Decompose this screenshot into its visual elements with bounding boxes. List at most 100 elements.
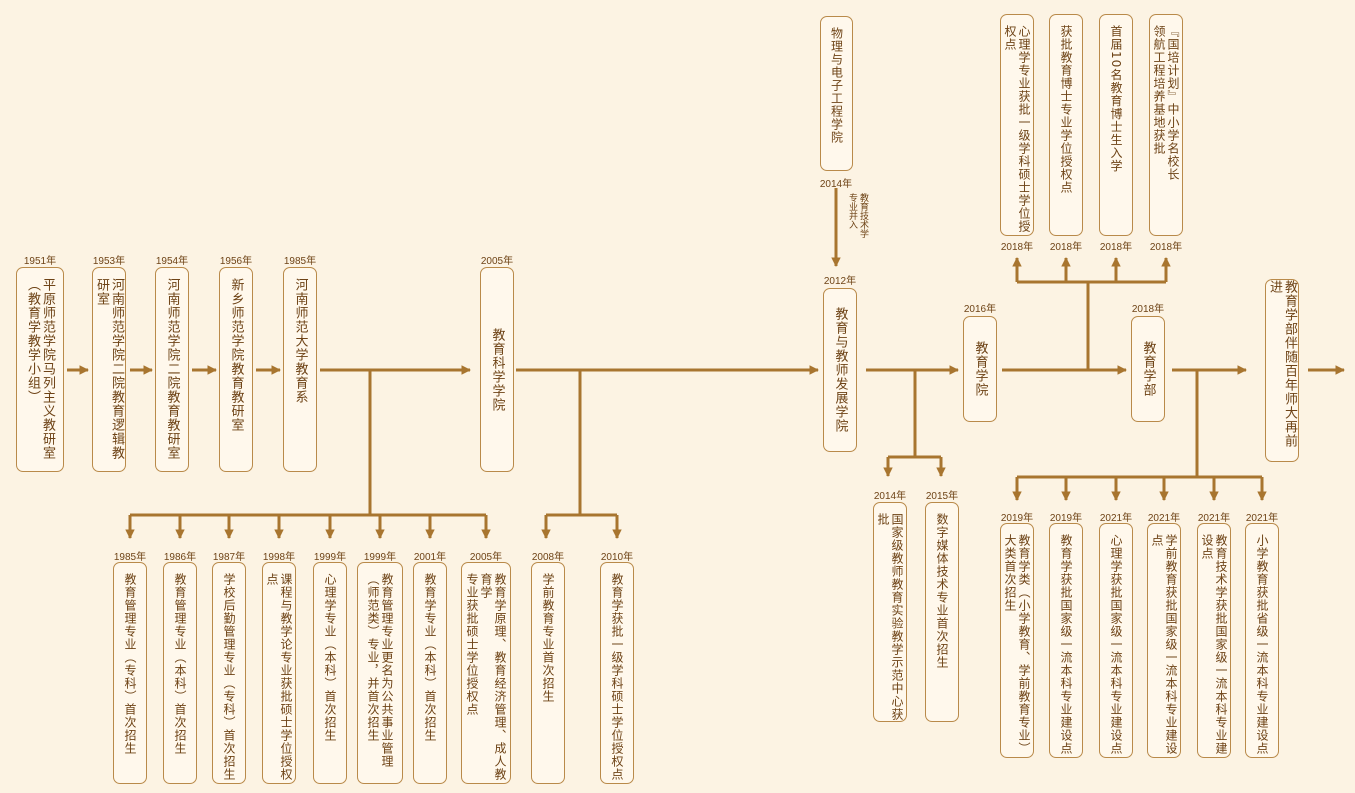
main-node-label: 新乡师范学院教育教研室 — [228, 278, 244, 432]
main-year-8: 2016年 — [963, 304, 997, 315]
event-label: 学校后勤管理专业（专科）首次招生 — [222, 573, 236, 781]
main-node-9: 教育学部 — [1131, 316, 1165, 422]
main-node-label: 教育学院 — [972, 341, 988, 397]
bottom-event-3-year: 1987年 — [212, 552, 246, 563]
main-node-label: 河南师范学院二院教育教研室 — [164, 278, 180, 460]
bottom-event-15-year: 2021年 — [1099, 513, 1133, 524]
bottom-event-4: 课程与教学论专业获批硕士学位授权点 — [262, 562, 296, 784]
bottom-event-9-year: 2008年 — [531, 552, 565, 563]
main-node-1: 平原师范学院马列主义教研室 （教育学教学小组） — [16, 267, 64, 472]
bottom-event-4-year: 1998年 — [262, 552, 296, 563]
event-label: 学前教育专业首次招生 — [541, 573, 555, 703]
bottom-event-8: 教育学原理、教育经济管理、成人教育学 专业获批硕士学位授权点 — [461, 562, 511, 784]
bottom-event-7-year: 2001年 — [413, 552, 447, 563]
event-label: 学前教育获批国家级一流本科专业建设点 — [1150, 534, 1178, 755]
main-year-9: 2018年 — [1131, 304, 1165, 315]
main-node-label: 教育学部 — [1140, 341, 1156, 397]
bottom-event-1-year: 1985年 — [113, 552, 147, 563]
main-year-4: 1956年 — [219, 256, 253, 267]
event-label: 首届10名教育博士生入学 — [1109, 25, 1123, 173]
bottom-event-13-year: 2019年 — [1000, 513, 1034, 524]
bottom-event-16: 学前教育获批国家级一流本科专业建设点 — [1147, 523, 1181, 758]
event-label: 课程与教学论专业获批硕士学位授权点 — [265, 573, 293, 781]
main-node-5: 河南师范大学教育系 — [283, 267, 317, 472]
event-label: 『国培计划』中小学名校长 领航工程培养基地获批 — [1152, 25, 1180, 181]
bottom-event-14: 教育学获批国家级一流本科专业建设点 — [1049, 523, 1083, 758]
main-year-7: 2012年 — [823, 276, 857, 287]
event-label: 心理学专业获批一级学科硕士学位授权点 — [1003, 25, 1031, 233]
bottom-event-7: 教育学专业（本科）首次招生 — [413, 562, 447, 784]
bottom-event-5: 心理学专业（本科）首次招生 — [313, 562, 347, 784]
top-event-5: 『国培计划』中小学名校长 领航工程培养基地获批 — [1149, 14, 1183, 236]
event-label: 教育管理专业（本科）首次招生 — [173, 573, 187, 755]
top-event-5-year: 2018年 — [1149, 242, 1183, 253]
merge-note: 教育技术学 专业并入 — [847, 193, 868, 238]
event-label: 心理学获批国家级一流本科专业建设点 — [1109, 534, 1123, 755]
event-label: 教育学获批一级学科硕士学位授权点 — [610, 573, 624, 781]
main-year-6: 2005年 — [480, 256, 514, 267]
top-event-2-year: 2018年 — [1000, 242, 1034, 253]
top-event-3-year: 2018年 — [1049, 242, 1083, 253]
bottom-event-10-year: 2010年 — [600, 552, 634, 563]
bottom-event-5-year: 1999年 — [313, 552, 347, 563]
bottom-event-2-year: 1986年 — [163, 552, 197, 563]
main-node-label: 河南师范大学教育系 — [292, 278, 308, 404]
bottom-event-17: 教育技术学获批国家级一流本科专业建设点 — [1197, 523, 1231, 758]
event-label: 获批教育博士专业学位授权点 — [1059, 25, 1073, 194]
event-label: 教育管理专业更名为公共事业管理 （师范类）专业，并首次招生 — [366, 573, 394, 768]
main-node-label: 河南师范学院二院教育逻辑教研室 — [94, 278, 124, 460]
event-label: 物理与电子工程学院 — [829, 27, 844, 144]
bottom-event-6: 教育管理专业更名为公共事业管理 （师范类）专业，并首次招生 — [357, 562, 403, 784]
main-node-label: 教育与教师发展学院 — [832, 307, 848, 433]
main-node-label: 教育科学学院 — [489, 327, 505, 412]
main-node-3: 河南师范学院二院教育教研室 — [155, 267, 189, 472]
event-label: 国家级教师教育实验教学示范中心获批 — [876, 513, 904, 721]
main-node-7: 教育与教师发展学院 — [823, 288, 857, 452]
top-event-1-year: 2014年 — [819, 179, 853, 190]
event-label: 教育技术学获批国家级一流本科专业建设点 — [1200, 534, 1228, 755]
top-event-4-year: 2018年 — [1099, 242, 1133, 253]
main-node-6: 教育科学学院 — [480, 267, 514, 472]
bottom-event-15: 心理学获批国家级一流本科专业建设点 — [1099, 523, 1133, 758]
main-node-10: 教育学部伴随百年师大再前进 — [1265, 279, 1299, 462]
bottom-event-16-year: 2021年 — [1147, 513, 1181, 524]
main-year-2: 1953年 — [92, 256, 126, 267]
event-label: 教育学原理、教育经济管理、成人教育学 专业获批硕士学位授权点 — [465, 573, 507, 781]
event-label: 教育学专业（本科）首次招生 — [423, 573, 437, 742]
bottom-event-17-year: 2021年 — [1197, 513, 1231, 524]
bottom-event-11: 国家级教师教育实验教学示范中心获批 — [873, 502, 907, 722]
event-label: 心理学专业（本科）首次招生 — [323, 573, 337, 742]
main-node-label: 平原师范学院马列主义教研室 （教育学教学小组） — [25, 278, 55, 460]
bottom-event-9: 学前教育专业首次招生 — [531, 562, 565, 784]
main-year-1: 1951年 — [23, 256, 57, 267]
bottom-event-8-year: 2005年 — [469, 552, 503, 563]
event-label: 教育管理专业（专科）首次招生 — [123, 573, 137, 755]
bottom-event-14-year: 2019年 — [1049, 513, 1083, 524]
top-event-3: 获批教育博士专业学位授权点 — [1049, 14, 1083, 236]
main-node-4: 新乡师范学院教育教研室 — [219, 267, 253, 472]
top-event-4: 首届10名教育博士生入学 — [1099, 14, 1133, 236]
bottom-event-2: 教育管理专业（本科）首次招生 — [163, 562, 197, 784]
bottom-event-6-year: 1999年 — [363, 552, 397, 563]
main-node-2: 河南师范学院二院教育逻辑教研室 — [92, 267, 126, 472]
event-label: 教育学类（小学教育、学前教育专业） 大类首次招生 — [1003, 534, 1031, 755]
bottom-event-12-year: 2015年 — [925, 491, 959, 502]
main-year-3: 1954年 — [155, 256, 189, 267]
bottom-event-12: 数字媒体技术专业首次招生 — [925, 502, 959, 722]
event-label: 小学教育获批省级一流本科专业建设点 — [1255, 534, 1269, 755]
main-node-label: 教育学部伴随百年师大再前进 — [1267, 280, 1297, 448]
main-year-5: 1985年 — [283, 256, 317, 267]
bottom-event-11-year: 2014年 — [873, 491, 907, 502]
bottom-event-3: 学校后勤管理专业（专科）首次招生 — [212, 562, 246, 784]
bottom-event-18: 小学教育获批省级一流本科专业建设点 — [1245, 523, 1279, 758]
main-node-8: 教育学院 — [963, 316, 997, 422]
event-label: 数字媒体技术专业首次招生 — [935, 513, 949, 669]
bottom-event-18-year: 2021年 — [1245, 513, 1279, 524]
bottom-event-10: 教育学获批一级学科硕士学位授权点 — [600, 562, 634, 784]
top-event-1: 物理与电子工程学院 — [820, 16, 853, 171]
bottom-event-13: 教育学类（小学教育、学前教育专业） 大类首次招生 — [1000, 523, 1034, 758]
event-label: 教育学获批国家级一流本科专业建设点 — [1059, 534, 1073, 755]
top-event-2: 心理学专业获批一级学科硕士学位授权点 — [1000, 14, 1034, 236]
bottom-event-1: 教育管理专业（专科）首次招生 — [113, 562, 147, 784]
